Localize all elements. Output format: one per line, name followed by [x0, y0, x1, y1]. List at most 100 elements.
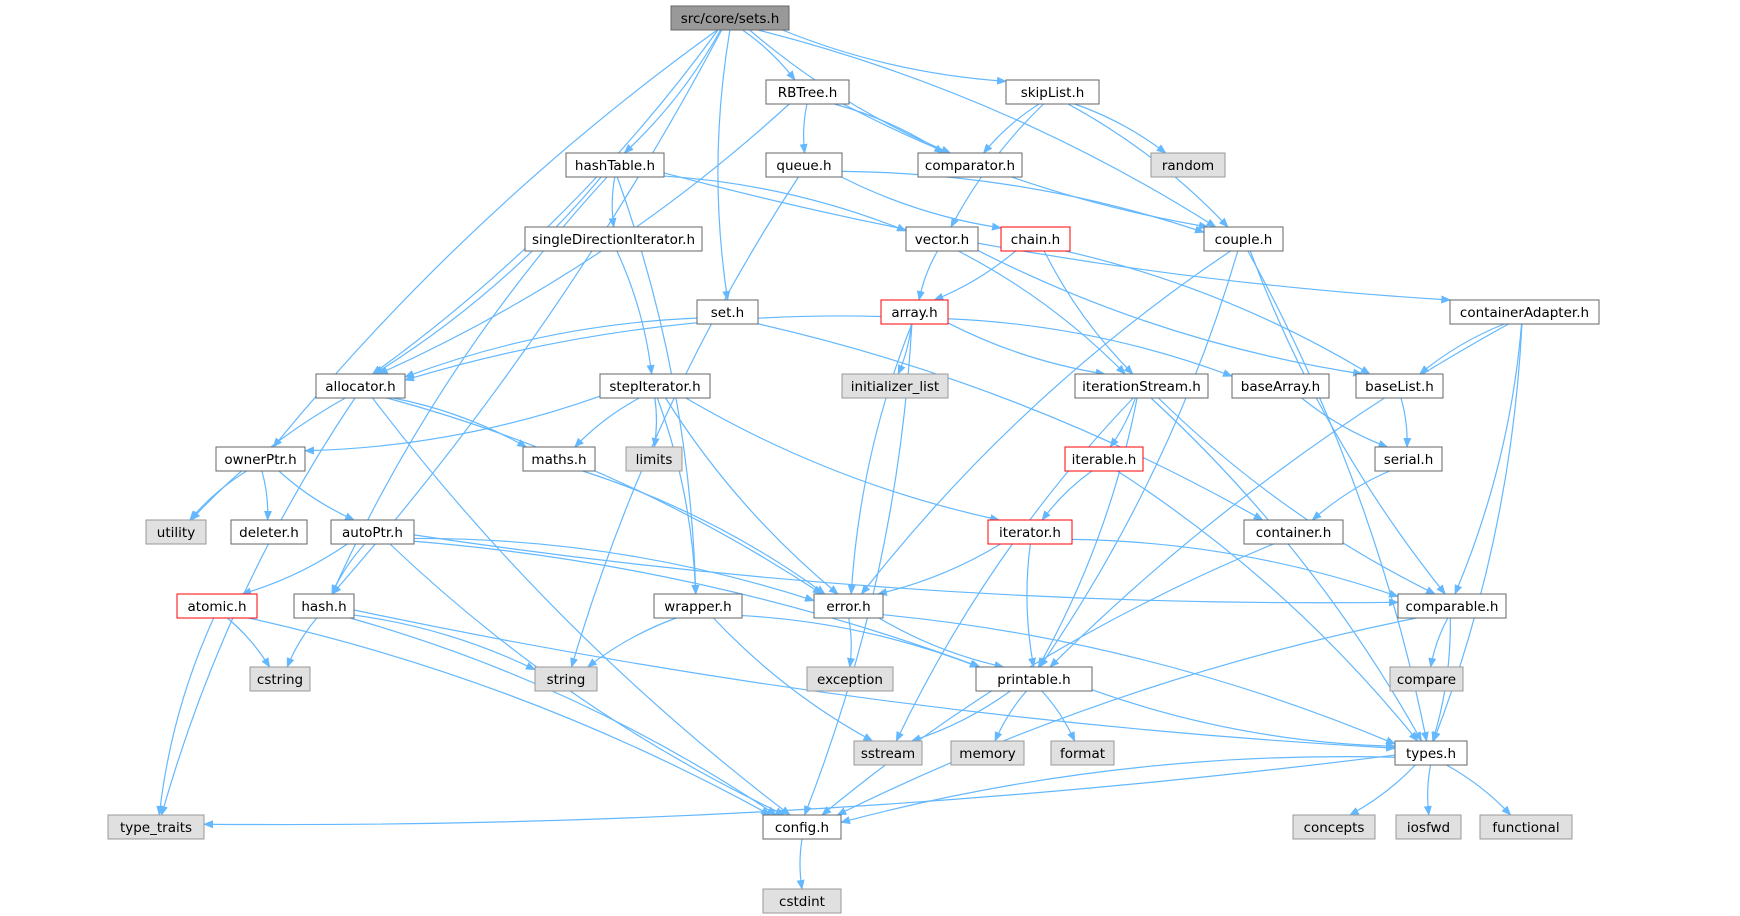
node-queue[interactable]: queue.h — [765, 152, 843, 178]
node-chain[interactable]: chain.h — [1000, 226, 1071, 252]
edge-singleDir-to-stepIterator — [616, 250, 655, 375]
edge-iterable-to-types — [1117, 470, 1419, 742]
edge-RBTree-to-queue — [799, 103, 808, 154]
node-box-sstream — [853, 740, 923, 766]
node-label-sstream: sstream — [861, 746, 915, 762]
node-label-compare: compare — [1397, 672, 1456, 688]
node-box-baseArray — [1231, 373, 1330, 399]
node-concepts: concepts — [1292, 814, 1376, 840]
edge-array-to-iterationStream — [947, 322, 1106, 377]
node-wrapper[interactable]: wrapper.h — [653, 593, 743, 619]
node-hash[interactable]: hash.h — [293, 593, 355, 619]
edge-stepIterator-to-maths — [574, 397, 640, 448]
node-box-container — [1243, 519, 1344, 545]
node-comparator[interactable]: comparator.h — [917, 152, 1023, 178]
node-box-couple — [1203, 226, 1284, 252]
edge-sets-to-hash — [331, 29, 723, 595]
node-error[interactable]: error.h — [813, 593, 884, 619]
node-iterator[interactable]: iterator.h — [987, 519, 1073, 545]
node-serial[interactable]: serial.h — [1374, 446, 1443, 472]
node-box-printable — [975, 666, 1093, 692]
node-allocator[interactable]: allocator.h — [315, 373, 406, 399]
edge-set-to-allocator — [404, 317, 698, 378]
node-box-queue — [765, 152, 843, 178]
edge-autoPtr-to-error — [413, 537, 815, 602]
node-containerAdapter[interactable]: containerAdapter.h — [1449, 299, 1600, 325]
node-label-iosfwd: iosfwd — [1407, 820, 1450, 836]
node-box-maths — [522, 446, 596, 472]
edge-iterationStream-to-sstream — [895, 397, 1134, 742]
node-hashTable[interactable]: hashTable.h — [565, 152, 665, 178]
edge-autoPtr-to-atomic — [241, 543, 348, 596]
node-ownerPtr[interactable]: ownerPtr.h — [215, 446, 306, 472]
edge-comparable-to-compare — [1428, 617, 1449, 668]
edge-autoPtr-to-printable — [413, 540, 981, 668]
edge-wrapper-to-string — [586, 617, 677, 668]
node-label-hash: hash.h — [301, 599, 346, 615]
node-box-ownerPtr — [215, 446, 306, 472]
edge-error-to-types — [882, 614, 1396, 745]
edge-hash-to-config — [349, 617, 777, 816]
node-label-printable: printable.h — [997, 672, 1070, 688]
edge-ownerPtr-to-deleter — [261, 470, 272, 521]
node-baseArray[interactable]: baseArray.h — [1231, 373, 1330, 399]
node-label-iterable: iterable.h — [1072, 452, 1137, 468]
node-label-functional: functional — [1492, 820, 1559, 836]
edge-error-to-printable — [878, 617, 1005, 669]
node-atomic[interactable]: atomic.h — [176, 593, 258, 619]
node-iterable[interactable]: iterable.h — [1064, 446, 1144, 472]
node-maths[interactable]: maths.h — [522, 446, 596, 472]
node-label-baseList: baseList.h — [1365, 379, 1434, 395]
edge-atomic-to-cstring — [226, 617, 271, 668]
node-iterationStream[interactable]: iterationStream.h — [1074, 373, 1209, 399]
edge-stepIterator-to-wrapper — [656, 397, 700, 595]
edge-baseArray-to-serial — [1301, 397, 1389, 448]
node-container[interactable]: container.h — [1243, 519, 1344, 545]
node-box-serial — [1374, 446, 1443, 472]
node-set[interactable]: set.h — [696, 299, 759, 325]
node-deleter[interactable]: deleter.h — [230, 519, 308, 545]
edge-error-to-exception — [847, 617, 855, 668]
node-vector[interactable]: vector.h — [905, 226, 979, 252]
node-singleDir[interactable]: singleDirectionIterator.h — [524, 226, 703, 252]
edge-sets-to-hashTable — [623, 29, 722, 154]
node-sets[interactable]: src/core/sets.h — [670, 5, 790, 31]
edge-printable-to-types — [1091, 689, 1396, 751]
node-label-type_traits: type_traits — [120, 820, 192, 836]
edge-types-to-functional — [1446, 764, 1512, 816]
node-box-cstdint — [762, 888, 842, 914]
edges-layer — [156, 29, 1523, 890]
node-label-utility: utility — [157, 525, 195, 541]
node-baseList[interactable]: baseList.h — [1355, 373, 1444, 399]
node-stepIterator[interactable]: stepIterator.h — [599, 373, 711, 399]
node-label-iterator: iterator.h — [999, 525, 1061, 541]
edge-sets-to-skipList — [782, 29, 1007, 85]
edge-maths-to-error — [582, 470, 826, 595]
node-config[interactable]: config.h — [762, 814, 842, 840]
node-printable[interactable]: printable.h — [975, 666, 1093, 692]
node-RBTree[interactable]: RBTree.h — [765, 79, 850, 105]
node-autoPtr[interactable]: autoPtr.h — [330, 519, 415, 545]
edge-queue-to-chain — [841, 176, 1002, 231]
node-skipList[interactable]: skipList.h — [1005, 79, 1100, 105]
edge-comparable-to-config — [836, 617, 1417, 816]
edge-printable-to-format — [1041, 690, 1076, 742]
edge-printable-to-memory — [994, 690, 1027, 742]
node-label-wrapper: wrapper.h — [664, 599, 731, 615]
node-cstring: cstring — [249, 666, 311, 692]
node-array[interactable]: array.h — [880, 299, 949, 325]
edge-container-to-config — [821, 543, 1274, 816]
edge-array-to-baseArray — [947, 318, 1233, 377]
node-comparable[interactable]: comparable.h — [1397, 593, 1507, 619]
edge-array-to-error — [847, 323, 913, 595]
edge-wrapper-to-printable — [741, 614, 980, 668]
node-couple[interactable]: couple.h — [1203, 226, 1284, 252]
node-label-initializer_list: initializer_list — [851, 379, 939, 395]
edge-vector-to-baseList — [977, 250, 1364, 377]
edge-array-to-allocator — [404, 315, 882, 382]
node-types[interactable]: types.h — [1394, 740, 1468, 766]
edge-sets-to-RBTree — [742, 29, 796, 81]
node-label-singleDir: singleDirectionIterator.h — [532, 232, 695, 248]
